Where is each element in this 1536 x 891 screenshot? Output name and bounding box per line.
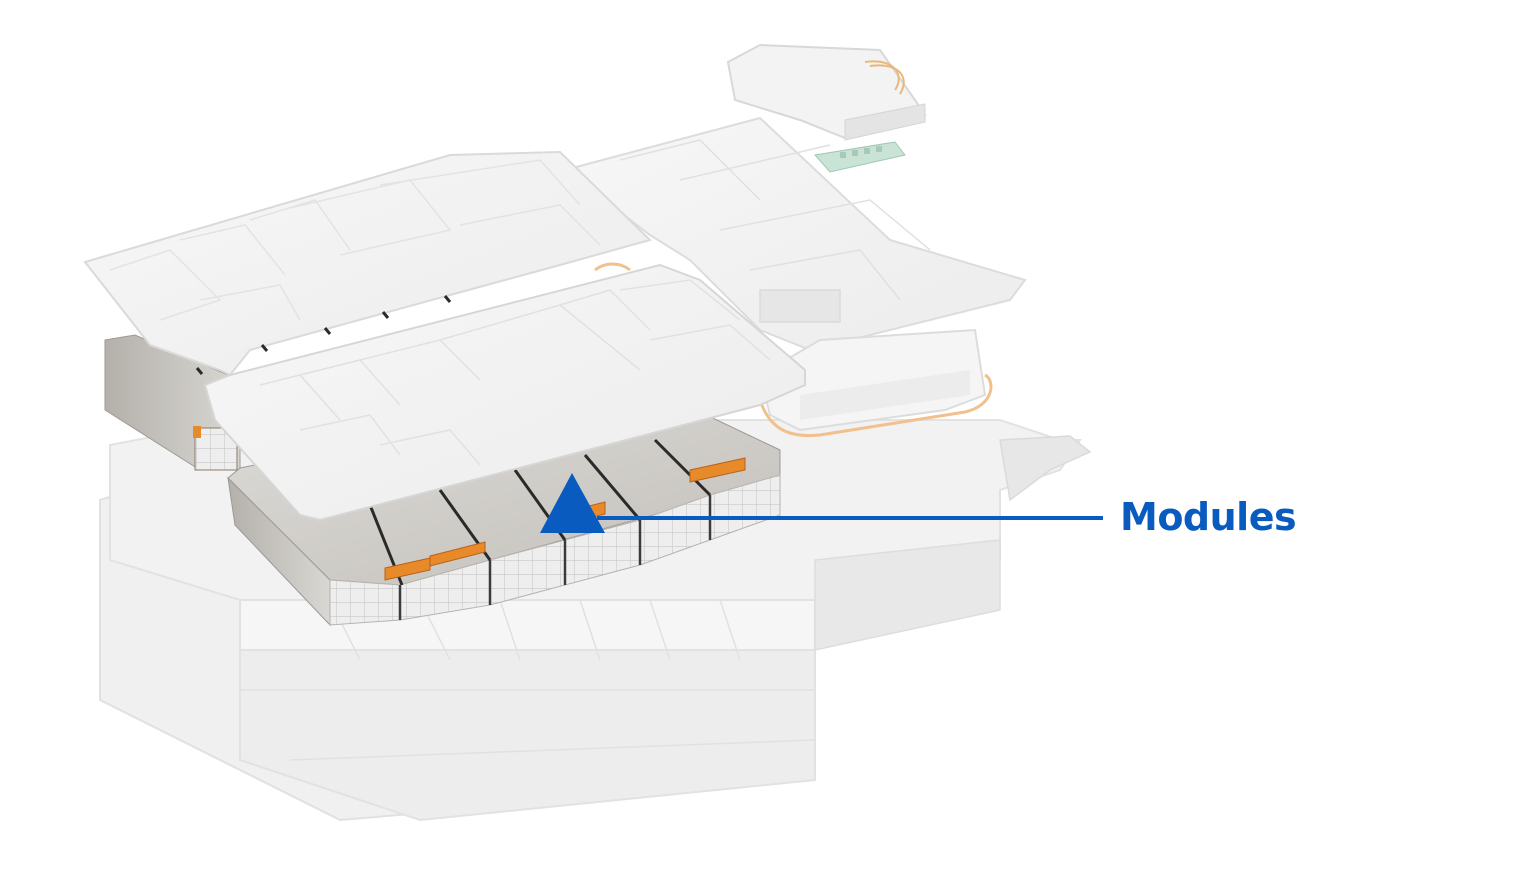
bms-unit <box>726 43 927 141</box>
top-cover-left <box>83 150 652 377</box>
modules-label: Modules <box>1120 495 1297 539</box>
top-cover-right <box>562 116 1027 352</box>
top-cover-front <box>203 263 806 522</box>
right-module-orange-seal <box>758 328 993 438</box>
circuit-board <box>814 141 906 173</box>
rear-module <box>104 334 241 471</box>
modules-callout <box>540 473 1103 533</box>
callout-arrow-icon <box>540 473 605 533</box>
